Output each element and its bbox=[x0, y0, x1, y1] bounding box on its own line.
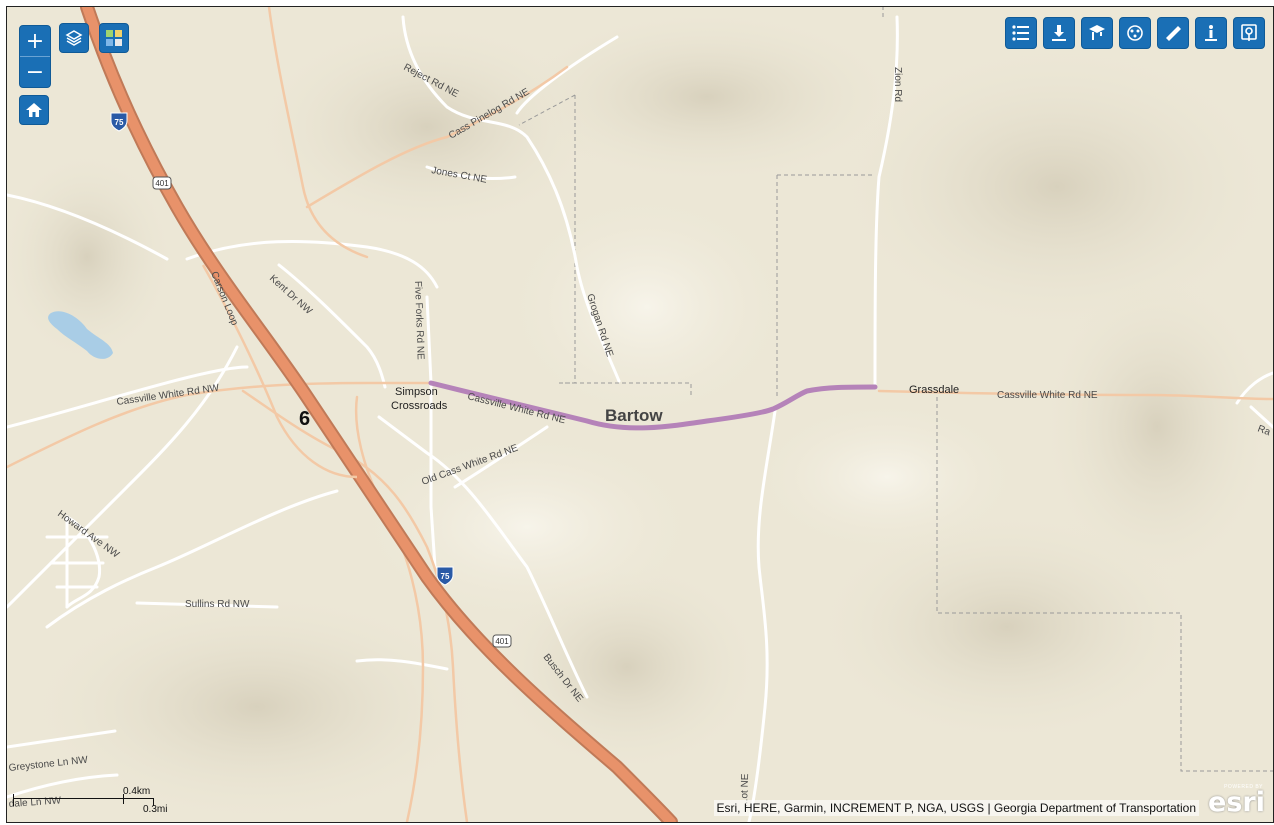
local-roads bbox=[7, 15, 1273, 822]
measure-button[interactable] bbox=[1157, 17, 1189, 49]
home-button[interactable] bbox=[19, 95, 49, 125]
terrain-shading bbox=[7, 7, 1273, 822]
label-five-forks-rd-ne: Five Forks Rd NE bbox=[412, 281, 426, 361]
locate-button[interactable] bbox=[1233, 17, 1265, 49]
carson-loop-road bbox=[201, 264, 358, 479]
svg-text:75: 75 bbox=[115, 118, 124, 127]
place-grassdale: Grassdale bbox=[909, 384, 959, 396]
info-icon bbox=[1205, 25, 1217, 41]
layers-button[interactable] bbox=[59, 23, 89, 53]
about-button[interactable] bbox=[1195, 17, 1227, 49]
map-attribution: Esri, HERE, Garmin, INCREMENT P, NGA, US… bbox=[713, 800, 1199, 816]
svg-text:401: 401 bbox=[495, 637, 509, 646]
esri-wordmark: esri bbox=[1208, 787, 1265, 818]
scale-bar-tick bbox=[13, 794, 14, 806]
label-dale-ln-nw: dale Ln NW bbox=[8, 795, 61, 810]
i75-shield-north: 75 bbox=[110, 112, 128, 132]
zoom-in-button[interactable]: + bbox=[25, 28, 45, 54]
layers-icon bbox=[65, 30, 83, 46]
basemap-button[interactable] bbox=[1081, 17, 1113, 49]
map-frame: 75 75 401 401 Cassville White Rd NW Cass… bbox=[6, 6, 1274, 823]
grid-icon bbox=[106, 30, 122, 46]
basemap-gallery-button[interactable] bbox=[99, 23, 129, 53]
locate-icon bbox=[1241, 24, 1257, 41]
label-ra-partial: Ra bbox=[1256, 423, 1272, 438]
svg-text:75: 75 bbox=[441, 572, 450, 581]
scale-bar-km-label: 0.4km bbox=[123, 786, 151, 797]
label-south-road-ne: ...ot NE bbox=[739, 773, 751, 807]
lake bbox=[48, 311, 113, 359]
measure-icon bbox=[1166, 26, 1181, 41]
label-cassville-white-rd-ne-east: Cassville White Rd NE bbox=[997, 390, 1098, 401]
label-zion-rd: Zion Rd bbox=[892, 67, 903, 102]
interstate-75-fill bbox=[82, 7, 676, 822]
place-crossroads: Crossroads bbox=[391, 400, 448, 412]
i75-shield-south: 75 bbox=[436, 566, 454, 586]
svg-text:401: 401 bbox=[155, 179, 169, 188]
legend-button[interactable] bbox=[1005, 17, 1037, 49]
scale-bar-tick bbox=[123, 794, 124, 804]
boundary-lines bbox=[518, 7, 1273, 772]
powered-by-label: POWERED BY bbox=[1224, 784, 1263, 790]
place-bartow: Bartow bbox=[605, 406, 663, 425]
scale-bar-line bbox=[13, 798, 153, 804]
download-button[interactable] bbox=[1043, 17, 1075, 49]
scale-bar-mi-label: 0.3mi bbox=[143, 804, 168, 815]
scale-bar: 0.4km 0.3mi bbox=[13, 786, 167, 816]
esri-logo[interactable]: POWERED BY esri bbox=[1207, 784, 1265, 818]
zoom-out-button[interactable]: − bbox=[20, 56, 50, 87]
secondary-roads bbox=[7, 7, 1273, 822]
zoom-control: + − bbox=[19, 25, 51, 88]
basemap-icon bbox=[1089, 25, 1105, 40]
legend-icon bbox=[1012, 25, 1029, 41]
place-simpson: Simpson bbox=[395, 386, 438, 398]
scale-bar-tick bbox=[153, 798, 154, 806]
highlighted-route[interactable] bbox=[428, 380, 878, 431]
widget-toolbar bbox=[1005, 17, 1265, 49]
map-canvas[interactable]: 75 75 401 401 Cassville White Rd NW Cass… bbox=[7, 7, 1273, 822]
home-icon bbox=[26, 103, 42, 117]
route-number-label: 6 bbox=[299, 408, 310, 430]
download-icon bbox=[1052, 25, 1066, 41]
us41-shield-south: 401 bbox=[492, 634, 512, 648]
label-sullins-rd-nw: Sullins Rd NW bbox=[185, 599, 250, 610]
print-button[interactable] bbox=[1119, 17, 1151, 49]
print-icon bbox=[1127, 25, 1143, 41]
us41-shield-north: 401 bbox=[152, 176, 172, 190]
